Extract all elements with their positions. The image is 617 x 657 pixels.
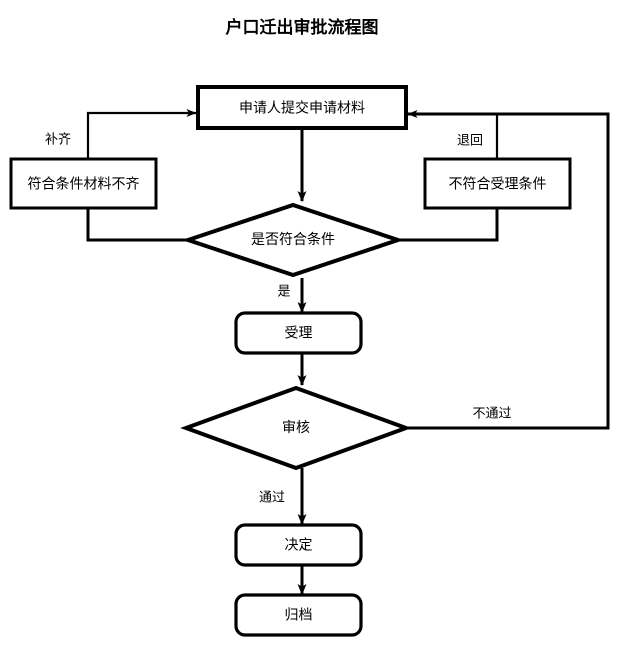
node-check-condition[interactable]: 是否符合条件 xyxy=(181,202,405,278)
node-decide-shape xyxy=(234,523,363,567)
connector-incomplete-to-submit xyxy=(86,109,197,158)
connector-condition-to-ineligible xyxy=(398,209,499,242)
edge-label-pass: 通过 xyxy=(259,491,285,506)
connector-ineligible-to-submit xyxy=(407,110,499,158)
node-submit-application[interactable]: 申请人提交申请材料 xyxy=(196,85,408,130)
edge-label-fail: 不通过 xyxy=(472,407,511,422)
node-accept[interactable]: 受理 xyxy=(234,311,363,355)
edge-label-resupply: 补齐 xyxy=(45,132,71,148)
node-ineligible-conditions[interactable]: 不符合受理条件 xyxy=(423,157,572,210)
node-review-label: 审核 xyxy=(282,420,310,436)
node-ineligible-conditions-label: 不符合受理条件 xyxy=(449,176,547,193)
connector-condition-to-incomplete xyxy=(86,209,188,242)
node-decide-label: 决定 xyxy=(285,538,313,554)
page-title: 户口迁出审批流程图 xyxy=(226,17,379,38)
node-archive-label: 归档 xyxy=(285,607,313,624)
node-submit-application-shape xyxy=(196,85,408,130)
edge-label-return: 退回 xyxy=(457,134,483,149)
node-ineligible-conditions-shape xyxy=(423,157,572,210)
node-incomplete-materials[interactable]: 符合条件材料不齐 xyxy=(9,157,158,210)
node-accept-label: 受理 xyxy=(285,326,313,342)
node-incomplete-materials-shape xyxy=(9,157,158,210)
node-archive-shape xyxy=(234,593,363,637)
connector-review-fail-to-submit xyxy=(406,112,610,430)
node-submit-application-label: 申请人提交申请材料 xyxy=(239,100,365,117)
node-incomplete-materials-label: 符合条件材料不齐 xyxy=(28,176,140,193)
node-check-condition-shape xyxy=(181,202,405,278)
node-decide[interactable]: 决定 xyxy=(234,523,363,567)
node-accept-shape xyxy=(234,311,363,355)
node-check-condition-label: 是否符合条件 xyxy=(251,231,335,248)
node-archive[interactable]: 归档 xyxy=(234,593,363,637)
edge-label-yes: 是 xyxy=(277,285,290,300)
node-review[interactable]: 审核 xyxy=(180,385,412,471)
node-review-shape xyxy=(180,385,412,471)
